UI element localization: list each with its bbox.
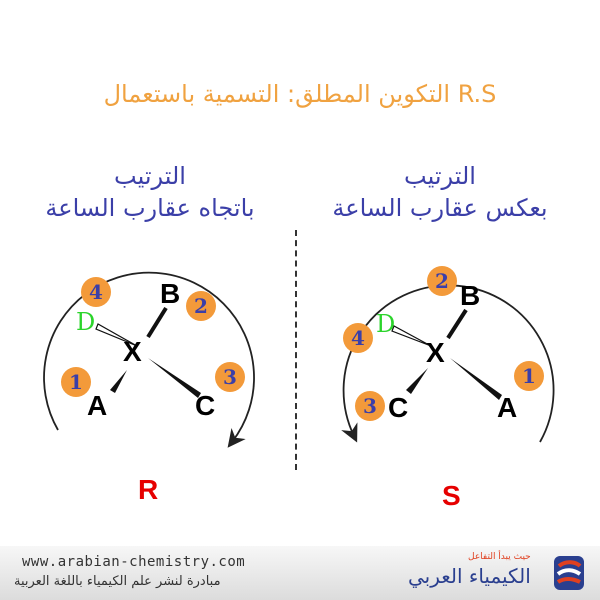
clockwise-arrow [43, 271, 255, 448]
priority-badge-1: 1 [61, 367, 91, 397]
hashed-bond-x-d [95, 323, 138, 347]
atom-d: D [76, 308, 95, 336]
atom-a: A [87, 390, 107, 421]
clockwise-heading: الترتيب باتجاه عقارب الساعة [10, 160, 290, 224]
priority-badge-1: 1 [514, 361, 544, 391]
priority-badge-2: 2 [427, 266, 457, 296]
svg-text:2: 2 [435, 269, 449, 293]
atom-b: B [460, 280, 480, 311]
wedge-bond-x-a [110, 370, 127, 393]
svg-text:3: 3 [363, 394, 377, 418]
atom-c: C [388, 392, 408, 423]
priority-badge-3: 3 [215, 362, 245, 392]
counterclockwise-heading: الترتيب بعكس عقارب الساعة [300, 160, 580, 224]
counterclockwise-heading-line2: بعكس عقارب الساعة [332, 194, 548, 222]
page-title: التكوين المطلق: التسمية باستعمال R.S [103, 80, 497, 108]
column-divider [295, 230, 297, 470]
atom-b: B [160, 278, 180, 309]
svg-text:4: 4 [89, 280, 103, 304]
clockwise-heading-line2: باتجاه عقارب الساعة [45, 194, 255, 222]
s-configuration-label: S [442, 480, 461, 511]
bond-x-b [446, 308, 468, 340]
wedge-bond-x-c [148, 358, 201, 398]
priority-badge-4: 4 [81, 277, 111, 307]
svg-text:1: 1 [69, 370, 83, 394]
priority-badge-3: 3 [355, 391, 385, 421]
counterclockwise-heading-line1: الترتيب [404, 162, 476, 190]
atom-a: A [497, 392, 517, 423]
atom-c: C [195, 390, 215, 421]
priority-badge-4: 4 [343, 323, 373, 353]
svg-text:2: 2 [194, 294, 208, 318]
center-atom-x: X [426, 337, 445, 368]
logo-icon [554, 556, 584, 590]
center-atom-x: X [123, 336, 142, 367]
svg-text:1: 1 [522, 364, 536, 388]
priority-badge-2: 2 [186, 291, 216, 321]
atom-d: D [376, 310, 395, 338]
bond-x-b [146, 306, 168, 339]
r-configuration-label: R [138, 474, 159, 505]
wedge-bond-x-a [450, 358, 502, 400]
logo-tagline: حيث يبدأ التفاعل [468, 552, 531, 562]
footer-slogan: مبادرة لنشر علم الكيمياء باللغة العربية [14, 574, 221, 589]
logo-name: الكيمياء العربي [408, 564, 531, 588]
hashed-bond-x-d [391, 325, 432, 347]
s-configuration-diagram: X B D C A 2 4 3 1 [341, 266, 555, 443]
footer-bar: www.arabian-chemistry.com مبادرة لنشر عل… [0, 546, 600, 600]
website-link[interactable]: www.arabian-chemistry.com [22, 554, 246, 570]
clockwise-heading-line1: الترتيب [114, 162, 186, 190]
wedge-bond-x-c [406, 368, 428, 394]
svg-text:3: 3 [223, 365, 237, 389]
r-configuration-diagram: X B D A C 4 2 1 3 [43, 271, 255, 448]
svg-text:4: 4 [351, 326, 365, 350]
